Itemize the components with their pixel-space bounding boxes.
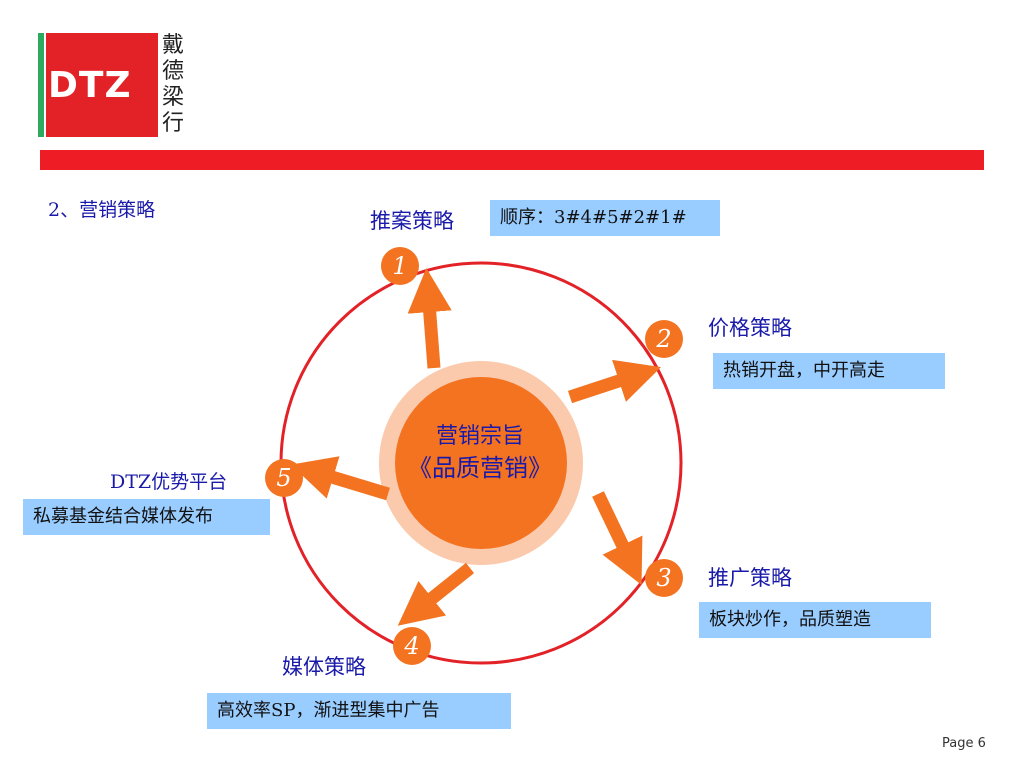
number-3: 3 — [656, 564, 672, 592]
arrow-4 — [397, 562, 475, 626]
dtz-logo: DTZ 戴 德 梁 行 — [38, 33, 184, 139]
number-1: 1 — [392, 252, 408, 280]
number-circle-1 — [381, 247, 419, 285]
strategy-label-3: 推广策略 — [708, 566, 792, 590]
logo-green-stripe — [38, 33, 44, 137]
number-circle-2 — [645, 320, 683, 358]
header-red-bar — [40, 150, 984, 170]
strategy-box-2: 热销开盘，中开高走 — [713, 353, 945, 389]
arrow-2 — [567, 359, 661, 404]
strategy-label-5: DTZ优势平台 — [110, 471, 228, 493]
logo-char-4: 行 — [162, 111, 185, 136]
arrow-3 — [592, 491, 643, 585]
page-number: Page 6 — [942, 736, 986, 751]
arrow-5 — [290, 456, 390, 501]
section-title: 2、营销策略 — [48, 199, 156, 221]
number-2: 2 — [656, 325, 672, 353]
logo-red-block — [46, 33, 158, 137]
center-circle — [395, 377, 567, 549]
logo-brand-text: DTZ — [48, 65, 132, 106]
center-goal-subtitle: 《品质营销》 — [408, 454, 552, 482]
number-circle-3 — [645, 559, 683, 597]
strategy-label-1: 推案策略 — [370, 209, 454, 233]
logo-char-2: 德 — [162, 59, 185, 84]
center-goal-title: 营销宗旨 — [435, 424, 524, 449]
logo-char-3: 梁 — [162, 85, 185, 110]
arrow-1 — [407, 267, 452, 369]
number-4: 4 — [404, 632, 420, 660]
logo-char-1: 戴 — [162, 33, 185, 58]
strategy-box-1: 顺序：3#4#5#2#1# — [490, 200, 720, 236]
number-5: 5 — [276, 464, 292, 492]
strategy-label-4: 媒体策略 — [282, 655, 366, 679]
number-circle-4 — [393, 627, 431, 665]
strategy-box-5: 私募基金结合媒体发布 — [23, 499, 270, 535]
logo-chinese-name: 戴 德 梁 行 — [162, 33, 188, 137]
strategy-box-3: 板块炒作，品质塑造 — [699, 602, 931, 638]
strategy-label-2: 价格策略 — [708, 316, 792, 340]
number-circle-5 — [265, 459, 303, 497]
strategy-box-4: 高效率SP，渐进型集中广告 — [207, 693, 511, 729]
center-goal: 营销宗旨 《品质营销》 — [390, 422, 570, 484]
